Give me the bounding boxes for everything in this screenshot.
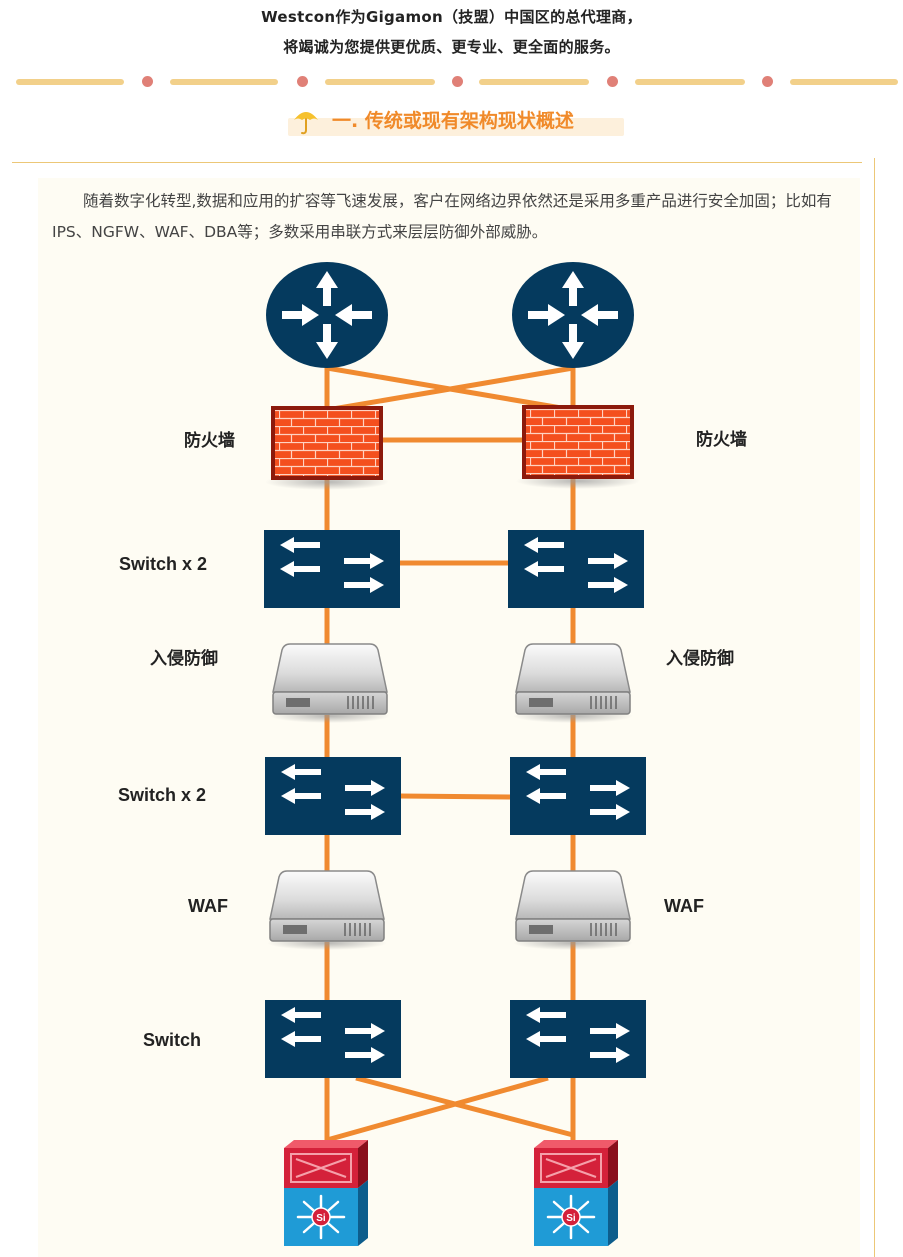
core-switch-right-badge: Si	[566, 1213, 576, 1224]
section-title-text: 一. 传统或现有架构现状概述	[332, 110, 574, 132]
switch-row3-left-icon	[265, 1000, 401, 1078]
label-waf-left: WAF	[188, 896, 228, 916]
waf-left-icon	[266, 870, 388, 951]
network-links	[324, 360, 576, 1143]
decorative-divider	[0, 76, 903, 88]
ips-right-icon	[512, 643, 634, 724]
section-title: 一. 传统或现有架构现状概述	[288, 104, 624, 138]
label-firewall-right: 防火墙	[696, 429, 747, 450]
core-switch-left-icon	[282, 1138, 370, 1248]
frame-top-border	[12, 162, 862, 163]
core-switch-left-badge: Si	[316, 1213, 326, 1224]
content-panel	[38, 178, 860, 1257]
firewall-left-icon	[265, 406, 389, 490]
firewall-right-icon	[516, 405, 640, 489]
router-left-icon	[266, 262, 388, 368]
frame-right-border	[874, 158, 875, 1257]
label-switch-row2: Switch x 2	[118, 785, 206, 805]
label-switch-row1: Switch x 2	[119, 554, 207, 574]
ips-left-icon	[269, 643, 391, 724]
router-right-icon	[512, 262, 634, 368]
switch-row1-left-icon	[264, 530, 400, 608]
switch-row2-right-icon	[510, 757, 646, 835]
switch-row3-right-icon	[510, 1000, 646, 1078]
header-line-1: Westcon作为Gigamon（技盟）中国区的总代理商，	[261, 8, 642, 26]
header-line-2: 将竭诚为您提供更优质、更专业、更全面的服务。	[283, 38, 620, 56]
core-switch-right-icon	[532, 1138, 620, 1248]
intro-paragraph: 随着数字化转型,数据和应用的扩容等飞速发展，客户在网络边界依然还是采用多重产品进…	[52, 192, 832, 241]
label-ips-right: 入侵防御	[666, 648, 734, 669]
label-switch-row3: Switch	[143, 1030, 201, 1050]
umbrella-icon	[294, 112, 318, 135]
switch-row2-left-icon	[265, 757, 401, 835]
label-firewall-left: 防火墙	[184, 430, 235, 451]
label-waf-right: WAF	[664, 896, 704, 916]
switch-row1-right-icon	[508, 530, 644, 608]
label-ips-left: 入侵防御	[150, 648, 218, 669]
waf-right-icon	[512, 870, 634, 951]
